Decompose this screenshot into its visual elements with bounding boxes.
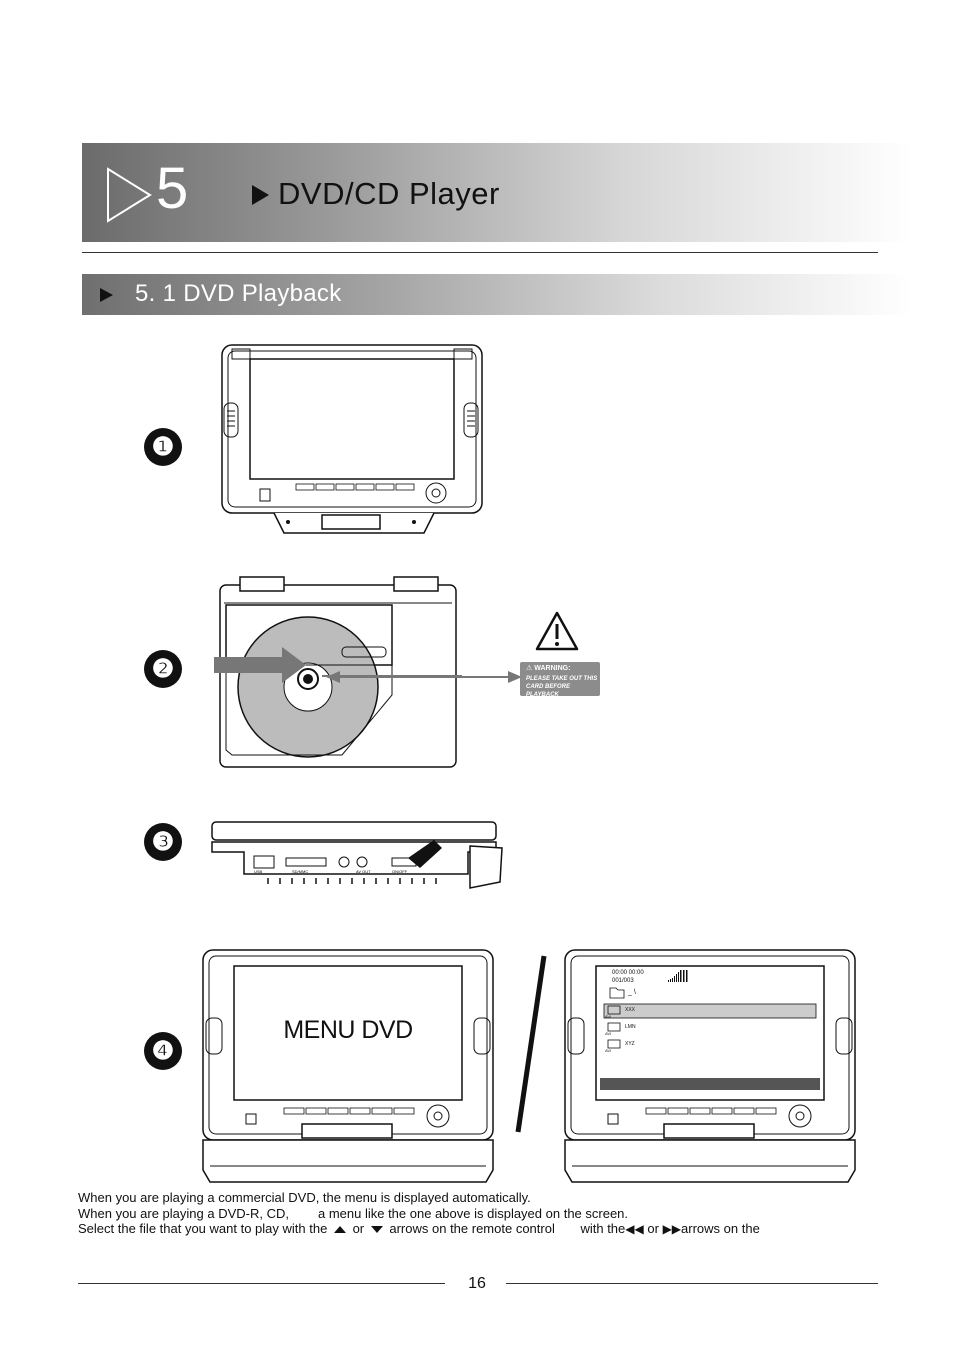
side-panel-illustration: USB SD/MMC AV OUT ON/OFF xyxy=(211,821,503,889)
slash-divider xyxy=(515,955,547,1133)
footer-rule-right xyxy=(506,1283,878,1284)
instruction-line-3c: with the xyxy=(580,1221,626,1236)
player-front-illustration xyxy=(221,344,483,534)
header-divider xyxy=(82,252,878,253)
file-type-3: AVI xyxy=(605,1048,612,1053)
file-name-3[interactable]: XYZ xyxy=(625,1041,635,1047)
section-title: 5. 1 DVD Playback xyxy=(135,280,342,307)
fast-forward-icon: ▶▶ xyxy=(662,1222,682,1236)
warning-card-line1: PLEASE TAKE OUT THIS xyxy=(526,676,598,682)
step-1-badge: ❶ xyxy=(144,428,182,466)
on-off-label: ON/OFF xyxy=(392,869,408,874)
chapter-play-outline-icon xyxy=(107,167,152,223)
step-2-badge: ❷ xyxy=(144,650,182,688)
usb-label: USB xyxy=(254,869,263,874)
arrow-down-icon xyxy=(370,1226,383,1234)
instruction-line-1: When you are playing a commercial DVD, t… xyxy=(78,1190,531,1205)
file-browser-counter: 001/003 xyxy=(612,978,634,984)
arrow-up-icon xyxy=(333,1226,346,1234)
warning-card-line2: CARD BEFORE PLAYBACK xyxy=(526,684,571,698)
step-4-badge: ❹ xyxy=(144,1032,182,1070)
step-3-badge: ❸ xyxy=(144,823,182,861)
instruction-line-2a: When you are playing a DVD-R, CD, xyxy=(78,1205,289,1221)
menu-dvd-screen-text: MENU DVD xyxy=(283,1016,413,1044)
file-name-2[interactable]: LMN xyxy=(625,1024,636,1030)
warning-card: ⚠ WARNING: PLEASE TAKE OUT THIS CARD BEF… xyxy=(520,662,600,698)
instruction-line-2b: a menu like the one above is displayed o… xyxy=(317,1205,629,1221)
footer-rule-left xyxy=(78,1283,445,1284)
file-name-1[interactable]: XXX xyxy=(625,1007,636,1013)
instruction-or-1: or xyxy=(352,1221,365,1236)
sd-mmc-label: SD/MMC xyxy=(292,869,308,874)
section-banner: 5. 1 DVD Playback xyxy=(82,274,912,315)
rewind-icon: ◀◀ xyxy=(625,1222,644,1236)
chapter-arrow-icon xyxy=(252,185,269,205)
warning-card-heading: WARNING: xyxy=(534,665,571,672)
player-menu-dvd-illustration xyxy=(202,949,494,1183)
warning-small-icon: ⚠ xyxy=(526,665,533,672)
chapter-number: 5 xyxy=(156,156,189,221)
file-type-2: AVI xyxy=(605,1031,612,1036)
section-arrow-icon xyxy=(100,288,113,302)
instruction-or-2: or xyxy=(647,1221,659,1236)
chapter-banner: 5 DVD/CD Player xyxy=(82,143,912,242)
instructions-text: When you are playing a commercial DVD, t… xyxy=(78,1190,898,1238)
warning-triangle-icon xyxy=(535,611,579,651)
instruction-line-3: Select the file that you want to play wi… xyxy=(78,1221,898,1238)
file-browser-time: 00:00 00:00 xyxy=(612,970,644,976)
chapter-title: DVD/CD Player xyxy=(278,176,500,211)
instruction-line-3d: arrows on the xyxy=(681,1221,760,1236)
page-number: 16 xyxy=(468,1275,486,1292)
av-out-label: AV OUT xyxy=(356,869,371,874)
file-type-1: AVI xyxy=(605,1014,612,1019)
instruction-line-2: When you are playing a DVD-R, CD, a menu … xyxy=(78,1206,898,1222)
file-browser-path: _ \ xyxy=(628,989,636,996)
instruction-line-3b: arrows on the remote control xyxy=(389,1221,555,1236)
instruction-line-3a: Select the file that you want to play wi… xyxy=(78,1221,328,1236)
double-arrow-icon xyxy=(326,671,522,683)
player-file-browser-illustration xyxy=(564,949,856,1183)
